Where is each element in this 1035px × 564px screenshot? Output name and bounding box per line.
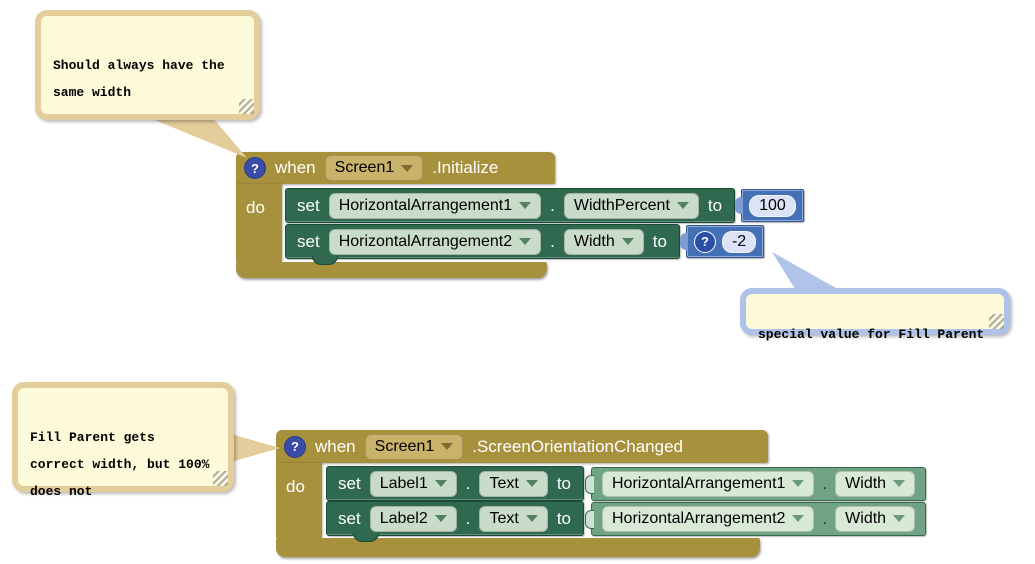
set-block[interactable]: set Label2 . Text to	[326, 501, 584, 542]
dot-separator: .	[822, 508, 828, 528]
dropdown-value: HorizontalArrangement1	[612, 474, 786, 492]
dot-separator: .	[550, 231, 555, 251]
property-dropdown[interactable]: Width	[835, 470, 916, 497]
event-footer	[236, 262, 547, 278]
chevron-down-icon	[519, 238, 532, 245]
event-header[interactable]: ? when Screen1 .ScreenOrientationChanged	[276, 430, 768, 463]
when-label: when	[275, 158, 316, 177]
dropdown-value: HorizontalArrangement2	[612, 509, 786, 527]
when-screen1-orientationchanged-block[interactable]: ? when Screen1 .ScreenOrientationChanged…	[276, 430, 927, 558]
comment-tail	[150, 118, 247, 158]
component-dropdown-screen1[interactable]: Screen1	[324, 155, 424, 181]
comment-bubble-fill-parent-width[interactable]: Fill Parent gets correct width, but 100%…	[12, 382, 234, 499]
comment-question-icon[interactable]: ?	[284, 435, 306, 458]
dropdown-value: Width	[845, 509, 887, 527]
event-name-label: .ScreenOrientationChanged	[472, 436, 683, 456]
comment-question-icon[interactable]: ?	[693, 230, 716, 253]
do-label: do	[246, 198, 265, 217]
comment-text: Should always have the same width	[53, 58, 225, 100]
chevron-down-icon	[893, 515, 906, 522]
when-screen1-initialize-block[interactable]: ? when Screen1 .Initialize do set Horizo…	[236, 152, 804, 278]
when-label: when	[315, 436, 356, 456]
dropdown-value: Label1	[379, 474, 428, 492]
resize-handle[interactable]	[989, 314, 1004, 329]
dropdown-value: HorizontalArrangement2	[338, 232, 513, 250]
chevron-down-icon	[676, 202, 689, 209]
set-label1-text-row[interactable]: set Label1 . Text to HorizontalArrangeme…	[326, 466, 927, 501]
set-block[interactable]: set Label1 . Text to	[326, 466, 584, 501]
component-dropdown[interactable]: Label1	[369, 470, 457, 497]
set-block[interactable]: set HorizontalArrangement2 . Width to	[285, 224, 680, 265]
component-dropdown[interactable]: HorizontalArrangement2	[328, 228, 542, 255]
do-label: do	[286, 477, 305, 496]
property-dropdown[interactable]: Text	[479, 505, 548, 532]
to-label: to	[556, 473, 571, 493]
dot-separator: .	[465, 508, 471, 528]
comment-text: Fill Parent gets correct width, but 100%…	[30, 430, 210, 499]
number-value[interactable]: -2	[721, 230, 757, 253]
component-dropdown-screen1[interactable]: Screen1	[364, 433, 464, 460]
event-footer	[276, 538, 760, 557]
dropdown-value: HorizontalArrangement1	[338, 196, 513, 214]
resize-handle[interactable]	[213, 471, 228, 486]
comment-question-icon[interactable]: ?	[244, 157, 266, 179]
dot-separator: .	[550, 195, 555, 215]
set-label2-text-row[interactable]: set Label2 . Text to HorizontalArrangeme…	[326, 501, 927, 542]
chevron-down-icon	[525, 515, 538, 522]
set-block[interactable]: set HorizontalArrangement1 . WidthPercen…	[285, 188, 736, 223]
chevron-down-icon	[525, 480, 538, 487]
set-label: set	[338, 508, 361, 528]
set-label: set	[338, 473, 361, 493]
chevron-down-icon	[519, 202, 532, 209]
to-label: to	[556, 508, 571, 528]
getter-block-ha2-width[interactable]: HorizontalArrangement2 . Width	[584, 501, 927, 536]
component-dropdown[interactable]: HorizontalArrangement1	[328, 192, 542, 219]
set-label: set	[297, 195, 320, 215]
resize-handle[interactable]	[239, 99, 254, 114]
comment-bubble-same-width[interactable]: Should always have the same width	[35, 10, 260, 120]
do-spine: do	[236, 184, 282, 262]
to-label: to	[707, 195, 723, 215]
comment-tail	[772, 252, 843, 292]
event-header[interactable]: ? when Screen1 .Initialize	[236, 152, 555, 184]
number-block-negative2[interactable]: ? -2	[679, 225, 765, 258]
number-value[interactable]: 100	[749, 194, 796, 217]
getter-block-ha1-width[interactable]: HorizontalArrangement1 . Width	[584, 466, 927, 501]
set-label: set	[297, 231, 320, 251]
set-width-row[interactable]: set HorizontalArrangement2 . Width to ? …	[285, 224, 765, 265]
chevron-down-icon	[434, 515, 447, 522]
chevron-down-icon	[792, 515, 805, 522]
dot-separator: .	[822, 473, 828, 493]
number-block-100[interactable]: 100	[735, 189, 804, 222]
chevron-down-icon	[792, 480, 805, 487]
comment-bubble-fill-parent-value[interactable]: special value for Fill Parent	[740, 288, 1010, 342]
set-widthpercent-row[interactable]: set HorizontalArrangement1 . WidthPercen…	[285, 188, 804, 223]
chevron-down-icon	[441, 443, 454, 450]
do-spine: do	[276, 463, 322, 538]
dropdown-value: Text	[489, 474, 519, 492]
dropdown-value: WidthPercent	[573, 196, 670, 214]
chevron-down-icon	[621, 238, 634, 245]
dropdown-value: Screen1	[334, 159, 395, 176]
to-label: to	[652, 231, 667, 251]
component-dropdown[interactable]: HorizontalArrangement1	[602, 470, 815, 497]
dropdown-value: Screen1	[374, 437, 435, 455]
chevron-down-icon	[401, 164, 414, 172]
event-name-label: .Initialize	[432, 158, 499, 177]
dropdown-value: Width	[845, 474, 887, 492]
property-dropdown[interactable]: Width	[835, 505, 916, 532]
chevron-down-icon	[434, 480, 447, 487]
dropdown-value: Width	[573, 232, 615, 250]
dropdown-value: Label2	[379, 509, 428, 527]
chevron-down-icon	[893, 480, 906, 487]
property-dropdown[interactable]: Width	[563, 228, 644, 255]
component-dropdown[interactable]: Label2	[369, 505, 457, 532]
property-dropdown[interactable]: Text	[479, 470, 548, 497]
property-dropdown[interactable]: WidthPercent	[563, 192, 699, 219]
dot-separator: .	[465, 473, 471, 493]
dropdown-value: Text	[489, 509, 519, 527]
component-dropdown[interactable]: HorizontalArrangement2	[602, 505, 815, 532]
comment-text: special value for Fill Parent	[758, 327, 985, 342]
comment-tail	[224, 432, 280, 464]
